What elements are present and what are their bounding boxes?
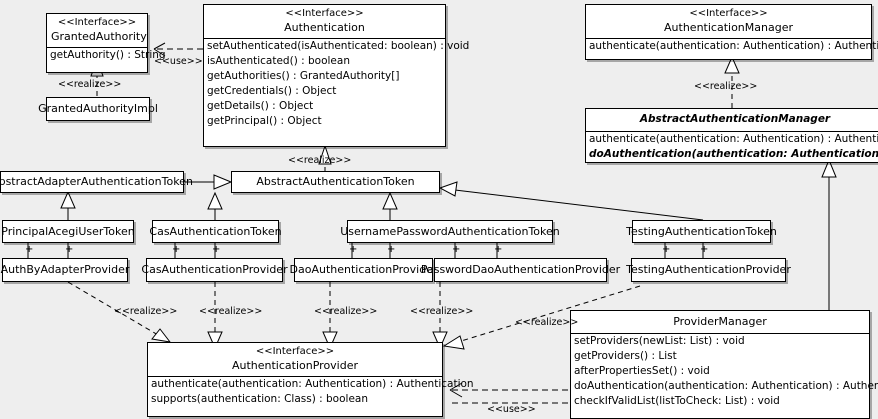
method: getProviders() : List xyxy=(574,350,677,362)
class-authentication[interactable]: <<Interface>> Authentication setAuthenti… xyxy=(203,4,470,147)
relationship-label-use-provider-manager: <<use>> xyxy=(487,404,536,415)
methods-compartment: getAuthority() : String xyxy=(47,47,166,63)
class-testing-authentication-token[interactable]: TestingAuthenticationToken xyxy=(626,220,777,243)
class-granted-authority[interactable]: <<Interface>> GrantedAuthority getAuthor… xyxy=(46,13,166,73)
class-abstract-adapter-authentication-token[interactable]: AbstractAdapterAuthenticationToken xyxy=(0,171,193,193)
method: doAuthentication(authentication: Authent… xyxy=(589,148,878,160)
class-password-dao-authentication-provider[interactable]: PasswordDaoAuthenticationProvider xyxy=(421,258,620,282)
method: setAuthenticated(isAuthenticated: boolea… xyxy=(207,40,470,52)
method: afterPropertiesSet() : void xyxy=(574,365,710,377)
stereotype-label: <<Interface>> xyxy=(689,8,768,19)
relationship-label-realize-granted-authority: <<realize>> xyxy=(58,79,122,90)
relationship-label-realize-dao-provider: <<realize>> xyxy=(314,306,378,317)
multiplicity-marker: + xyxy=(494,244,503,255)
stereotype-label: <<Interface>> xyxy=(255,346,335,357)
class-abstract-authentication-manager[interactable]: AbstractAuthenticationManager authentica… xyxy=(585,108,878,163)
multiplicity-marker: + xyxy=(349,244,358,255)
class-testing-authentication-provider[interactable]: TestingAuthenticationProvider xyxy=(626,258,791,282)
method: checkIfValidList(listToCheck: List) : vo… xyxy=(574,395,780,407)
class-name: Authentication xyxy=(284,21,365,34)
method: supports(authentication: Class) : boolea… xyxy=(151,393,368,405)
class-name: DaoAuthenticationProvider xyxy=(289,263,438,276)
relationship-label-realize-provider-manager: <<realize>> xyxy=(515,317,579,328)
multiplicity-marker: + xyxy=(65,244,74,255)
method: authenticate(authentication: Authenticat… xyxy=(151,378,474,390)
class-username-password-authentication-token[interactable]: UsernamePasswordAuthenticationToken xyxy=(340,220,560,243)
method: doAuthentication(authentication: Authent… xyxy=(574,380,878,392)
methods-compartment: setAuthenticated(isAuthenticated: boolea… xyxy=(204,38,470,129)
method: authenticate(authentication: Authenticat… xyxy=(589,40,878,52)
class-authentication-provider[interactable]: <<Interface>> AuthenticationProvider aut… xyxy=(147,342,474,417)
class-dao-authentication-provider[interactable]: DaoAuthenticationProvider xyxy=(290,258,438,282)
class-header: AbstractAuthenticationManager xyxy=(586,109,878,131)
class-name: PasswordDaoAuthenticationProvider xyxy=(420,263,621,276)
class-name: AuthenticationManager xyxy=(664,21,793,34)
class-name: TestingAuthenticationToken xyxy=(626,224,777,238)
class-name: CasAuthenticationProvider xyxy=(141,263,288,276)
class-name: GrantedAuthorityImpl xyxy=(38,102,158,115)
class-header: <<Interface>> AuthenticationManager xyxy=(586,5,871,38)
class-principal-acegi-user-token[interactable]: PrincipalAcegiUserToken xyxy=(1,220,135,243)
relationship-label-realize-auth-manager: <<realize>> xyxy=(694,81,758,92)
class-name: AbstractAuthenticationManager xyxy=(639,113,831,125)
multiplicity-marker: + xyxy=(387,244,396,255)
class-header: <<Interface>> Authentication xyxy=(204,5,445,38)
method: getPrincipal() : Object xyxy=(207,115,322,127)
multiplicity-marker: + xyxy=(700,244,709,255)
class-name: AuthByAdapterProvider xyxy=(0,263,130,276)
method: getCredentials() : Object xyxy=(207,85,337,97)
methods-compartment: authenticate(authentication: Authenticat… xyxy=(586,131,878,162)
class-abstract-authentication-token[interactable]: AbstractAuthenticationToken xyxy=(231,171,440,193)
method: authenticate(authentication: Authenticat… xyxy=(589,133,878,145)
class-cas-authentication-provider[interactable]: CasAuthenticationProvider xyxy=(141,258,288,282)
method: isAuthenticated() : boolean xyxy=(207,55,350,67)
method: getAuthority() : String xyxy=(50,49,166,61)
relationship-label-use-top: <<use>> xyxy=(154,56,203,67)
methods-compartment: authenticate(authentication: Authenticat… xyxy=(148,376,474,407)
class-name: GrantedAuthority xyxy=(51,30,147,43)
methods-compartment: setProviders(newList: List) : void getPr… xyxy=(571,333,878,409)
stereotype-label: <<Interface>> xyxy=(57,17,137,28)
class-header: <<Interface>> AuthenticationProvider xyxy=(148,343,442,376)
class-name: CasAuthenticationToken xyxy=(149,224,282,238)
class-name: AbstractAuthenticationToken xyxy=(256,175,415,188)
relationship-label-realize-password-dao-provider: <<realize>> xyxy=(410,306,474,317)
class-name: AuthenticationProvider xyxy=(231,359,359,372)
relationship-label-realize-auth-by-adapter: <<realize>> xyxy=(114,306,178,317)
relationship-label-realize-cas-provider: <<realize>> xyxy=(199,306,263,317)
class-name: TestingAuthenticationProvider xyxy=(626,263,791,276)
class-name: PrincipalAcegiUserToken xyxy=(1,224,135,238)
class-authentication-manager[interactable]: <<Interface>> AuthenticationManager auth… xyxy=(585,4,878,60)
class-granted-authority-impl[interactable]: GrantedAuthorityImpl xyxy=(38,97,158,121)
multiplicity-marker: + xyxy=(452,244,461,255)
class-provider-manager[interactable]: ProviderManager setProviders(newList: Li… xyxy=(570,310,878,419)
class-header: <<Interface>> GrantedAuthority xyxy=(47,14,147,47)
stereotype-label: <<Interface>> xyxy=(285,8,364,19)
relationship-label-realize-authentication-token: <<realize>> xyxy=(288,155,352,166)
class-cas-authentication-token[interactable]: CasAuthenticationToken xyxy=(149,220,282,243)
multiplicity-marker: + xyxy=(662,244,671,255)
method: setProviders(newList: List) : void xyxy=(574,335,745,347)
class-name: AbstractAdapterAuthenticationToken xyxy=(0,175,193,188)
class-name: ProviderManager xyxy=(673,315,767,328)
multiplicity-marker: + xyxy=(172,244,181,255)
multiplicity-marker: + xyxy=(212,244,221,255)
method: getAuthorities() : GrantedAuthority[] xyxy=(207,70,400,82)
class-header: ProviderManager xyxy=(571,311,869,333)
multiplicity-marker: + xyxy=(25,244,34,255)
class-name: UsernamePasswordAuthenticationToken xyxy=(340,224,560,238)
method: getDetails() : Object xyxy=(207,100,314,112)
class-auth-by-adapter-provider[interactable]: AuthByAdapterProvider xyxy=(0,258,130,282)
methods-compartment: authenticate(authentication: Authenticat… xyxy=(586,38,878,54)
